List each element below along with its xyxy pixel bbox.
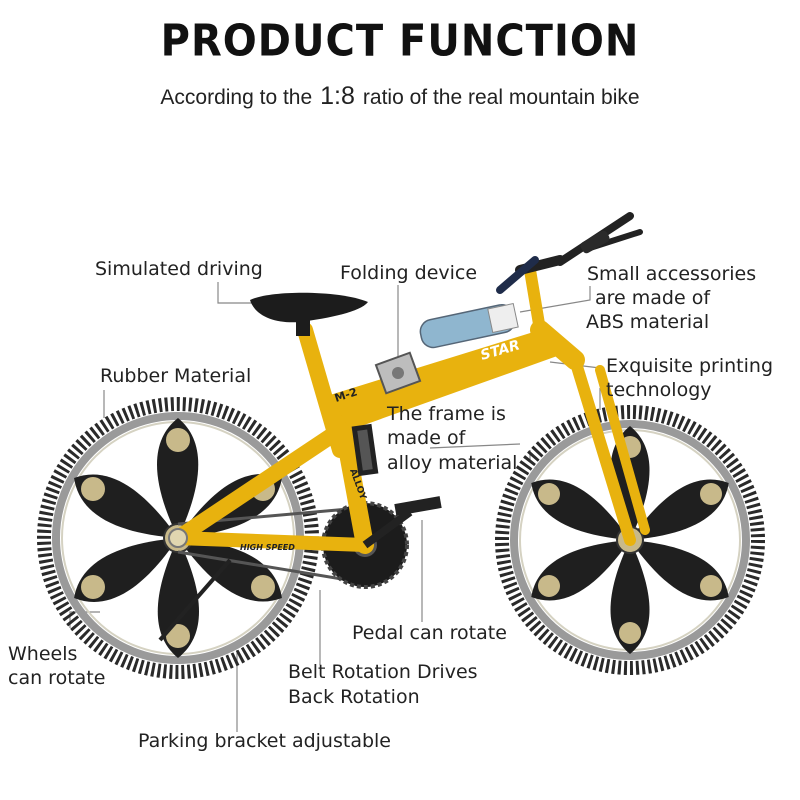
pedal <box>362 496 442 549</box>
label-small-accessories-3: ABS material <box>586 311 710 333</box>
handlebar <box>496 212 643 294</box>
subtitle-after: ratio of the real mountain bike <box>362 86 640 109</box>
label-belt-2: Back Rotation <box>288 686 420 708</box>
label-belt-1: Belt Rotation Drives <box>288 661 478 683</box>
label-frame-1: The frame is <box>387 403 506 425</box>
label-pedal: Pedal can rotate <box>352 622 507 644</box>
page-title: PRODUCT FUNCTION <box>160 15 640 67</box>
kickstand <box>158 558 232 642</box>
label-wheels-1: Wheels <box>8 643 78 665</box>
label-folding-device: Folding device <box>340 262 478 284</box>
label-frame-2: made of <box>387 427 466 449</box>
saddle <box>250 292 368 336</box>
subtitle-before: According to the <box>160 86 313 109</box>
label-frame-3: alloy material <box>387 452 518 474</box>
page-subtitle: According to the 1:8 ratio of the real mou… <box>0 82 800 111</box>
folding-hinge <box>374 351 422 395</box>
label-wheels-2: can rotate <box>8 667 106 689</box>
label-rubber-material: Rubber Material <box>100 365 252 387</box>
label-small-accessories-1: Small accessories <box>587 263 757 285</box>
subtitle-ratio: 1:8 <box>320 82 355 110</box>
label-exquisite-printing-1: Exquisite printing <box>606 355 774 377</box>
water-bottle <box>419 302 519 349</box>
rear-shock <box>351 423 379 477</box>
label-exquisite-printing-2: technology <box>606 379 712 401</box>
frame <box>168 264 650 554</box>
frame-print-speed: HIGH SPEED <box>240 543 295 552</box>
label-simulated-driving: Simulated driving <box>95 258 263 280</box>
label-parking-bracket: Parking bracket adjustable <box>138 730 391 752</box>
label-small-accessories-2: are made of <box>595 287 711 309</box>
